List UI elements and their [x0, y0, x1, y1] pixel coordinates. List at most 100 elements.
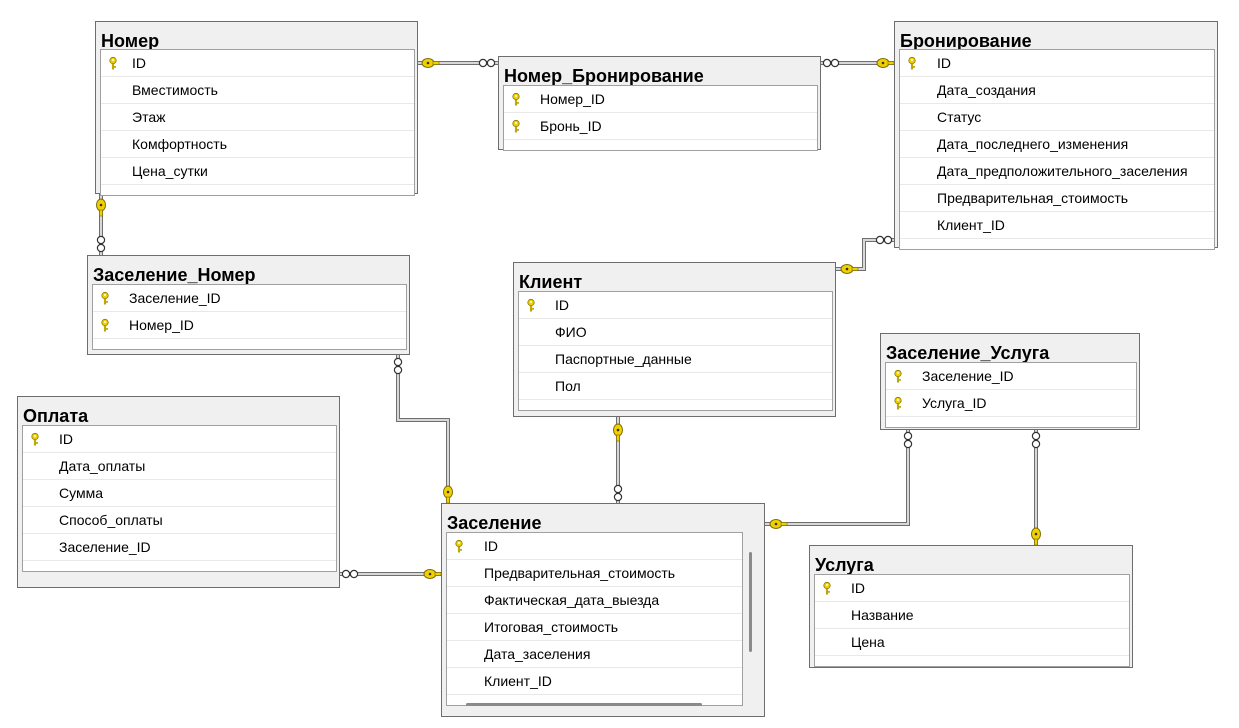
- column-row[interactable]: Паспортные_данные: [519, 346, 832, 373]
- column-row[interactable]: ID: [900, 50, 1214, 77]
- column-name: Дата_создания: [937, 82, 1036, 98]
- many-end-infinity-icon: [822, 58, 840, 68]
- column-row[interactable]: Цена: [815, 629, 1129, 656]
- column-row[interactable]: Статус: [900, 104, 1214, 131]
- column-row[interactable]: Способ_оплаты: [23, 507, 336, 534]
- column-row[interactable]: Предварительная_стоимость: [900, 185, 1214, 212]
- column-name: Способ_оплаты: [59, 512, 163, 528]
- column-row[interactable]: Заселение_ID: [93, 285, 406, 312]
- column-row[interactable]: Заселение_ID: [886, 363, 1136, 390]
- column-row[interactable]: Название: [815, 602, 1129, 629]
- column-row[interactable]: Вместимость: [101, 77, 414, 104]
- column-name: Этаж: [132, 109, 166, 125]
- column-row[interactable]: Дата_последнего_изменения: [900, 131, 1214, 158]
- column-row[interactable]: Итоговая_стоимость: [447, 614, 742, 641]
- key-icon: [906, 50, 922, 76]
- column-row[interactable]: Номер_ID: [93, 312, 406, 339]
- column-row[interactable]: Клиент_ID: [900, 212, 1214, 239]
- table-title: Заселение: [447, 513, 542, 533]
- column-row[interactable]: Сумма: [23, 480, 336, 507]
- grid-padding: [900, 239, 1214, 249]
- column-row[interactable]: Комфортность: [101, 131, 414, 158]
- one-end-key-icon: [769, 519, 788, 529]
- one-end-key-icon: [840, 264, 859, 274]
- column-name: Вместимость: [132, 82, 218, 98]
- grid-padding: [93, 339, 406, 349]
- column-name: Комфортность: [132, 136, 227, 152]
- column-name: Сумма: [59, 485, 103, 501]
- one-end-key-icon: [443, 485, 453, 504]
- column-name: Цена: [851, 634, 885, 650]
- key-icon: [892, 390, 908, 416]
- column-row[interactable]: Этаж: [101, 104, 414, 131]
- column-name: Заселение_ID: [129, 290, 221, 306]
- one-end-key-icon: [423, 569, 442, 579]
- column-row[interactable]: Бронь_ID: [504, 113, 817, 140]
- column-name: ID: [132, 55, 146, 71]
- key-icon: [892, 363, 908, 389]
- column-row[interactable]: Заселение_ID: [23, 534, 336, 561]
- key-icon: [99, 285, 115, 311]
- relationship-line[interactable]: [396, 355, 450, 503]
- table-title: Номер: [101, 31, 160, 51]
- column-row[interactable]: Дата_оплаты: [23, 453, 336, 480]
- column-row[interactable]: ФИО: [519, 319, 832, 346]
- column-row[interactable]: Предварительная_стоимость: [447, 560, 742, 587]
- column-row[interactable]: ID: [101, 50, 414, 77]
- many-end-infinity-icon: [478, 58, 496, 68]
- key-icon: [99, 312, 115, 338]
- table-zaselenie-nomer[interactable]: Заселение_Номер Заселение_ID Номер_ID: [87, 255, 410, 355]
- key-icon: [510, 86, 526, 112]
- horizontal-scrollbar[interactable]: [466, 703, 702, 706]
- column-row[interactable]: Дата_создания: [900, 77, 1214, 104]
- column-name: Дата_оплаты: [59, 458, 146, 474]
- column-row[interactable]: ID: [519, 292, 832, 319]
- many-end-infinity-icon: [393, 357, 403, 375]
- column-row[interactable]: Услуга_ID: [886, 390, 1136, 417]
- grid-padding: [519, 400, 832, 410]
- many-end-infinity-icon: [1031, 431, 1041, 449]
- column-row[interactable]: ID: [23, 426, 336, 453]
- column-name: Название: [851, 607, 914, 623]
- table-title: Заселение_Номер: [93, 265, 256, 285]
- grid-padding: [23, 561, 336, 571]
- vertical-scrollbar[interactable]: [749, 552, 752, 652]
- column-name: Предварительная_стоимость: [484, 565, 676, 581]
- grid-padding: [886, 417, 1136, 427]
- column-row[interactable]: Номер_ID: [504, 86, 817, 113]
- column-name: ФИО: [555, 324, 587, 340]
- column-row[interactable]: Дата_предположительного_заселения: [900, 158, 1214, 185]
- column-row[interactable]: Цена_сутки: [101, 158, 414, 185]
- column-row[interactable]: Пол: [519, 373, 832, 400]
- column-row[interactable]: Фактическая_дата_выезда: [447, 587, 742, 614]
- column-name: Дата_последнего_изменения: [937, 136, 1129, 152]
- column-row[interactable]: Клиент_ID: [447, 668, 742, 695]
- many-end-infinity-icon: [875, 235, 893, 245]
- column-name: Заселение_ID: [59, 539, 151, 555]
- column-name: Паспортные_данные: [555, 351, 692, 367]
- column-name: Цена_сутки: [132, 163, 208, 179]
- column-row[interactable]: ID: [447, 533, 742, 560]
- column-row[interactable]: ID: [815, 575, 1129, 602]
- many-end-infinity-icon: [341, 569, 359, 579]
- column-row[interactable]: Дата_заселения: [447, 641, 742, 668]
- relationship-line-fill: [765, 430, 909, 525]
- relationship-line[interactable]: [765, 430, 910, 526]
- column-grid: Заселение_ID Номер_ID: [92, 284, 407, 350]
- column-name: Дата_предположительного_заселения: [937, 163, 1188, 179]
- column-name: ID: [484, 538, 498, 554]
- table-title: Заселение_Услуга: [886, 343, 1050, 363]
- column-name: Номер_ID: [129, 317, 194, 333]
